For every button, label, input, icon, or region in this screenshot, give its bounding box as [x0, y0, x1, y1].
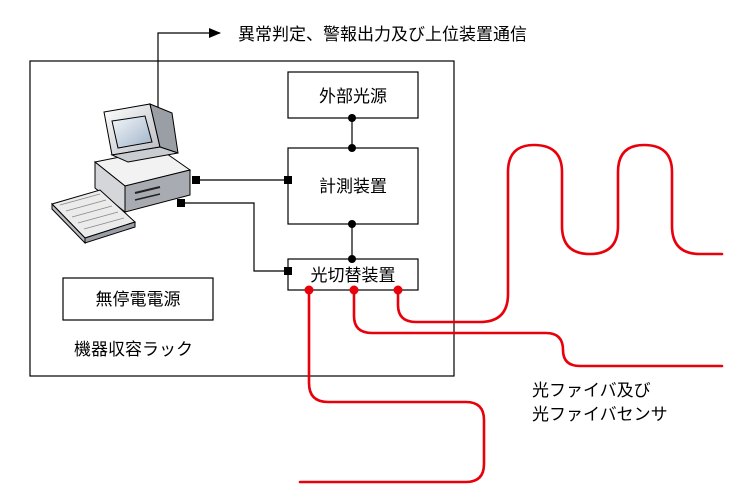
rack-label: 機器収容ラック: [74, 340, 193, 360]
fiber-port-3: [304, 285, 314, 295]
node-measure-bottom: [348, 220, 356, 228]
measurement-label: 計測装置: [319, 177, 387, 197]
output-line: [157, 28, 221, 112]
fiber-label-line1: 光ファイバ及び: [532, 381, 651, 401]
switch-label: 光切替装置: [311, 266, 396, 286]
fiber-3: [298, 288, 486, 484]
fiber-port-1: [393, 285, 403, 295]
ups-label: 無停電電源: [96, 290, 181, 310]
node-source-bottom: [348, 114, 356, 122]
port-switch: [284, 267, 292, 275]
port-pc-1: [192, 176, 200, 184]
port-measure: [284, 176, 292, 184]
port-pc-2: [177, 199, 185, 207]
node-switch-top: [348, 255, 356, 263]
ups-box: [62, 277, 214, 321]
measurement-box: [287, 147, 419, 225]
fiber-port-2: [349, 285, 359, 295]
fiber-2: [352, 288, 724, 368]
output-label: 異常判定、警報出力及び上位装置通信: [238, 25, 527, 45]
cable-pc-switch: [181, 202, 288, 272]
optical-fibers: [298, 143, 724, 484]
fiber-label-line2: 光ファイバセンサ: [532, 405, 668, 425]
light-source-label: 外部光源: [319, 87, 387, 107]
equipment-rack: [29, 60, 455, 377]
node-measure-top: [348, 144, 356, 152]
fiber-1: [396, 143, 724, 324]
computer-icon: [51, 103, 192, 245]
